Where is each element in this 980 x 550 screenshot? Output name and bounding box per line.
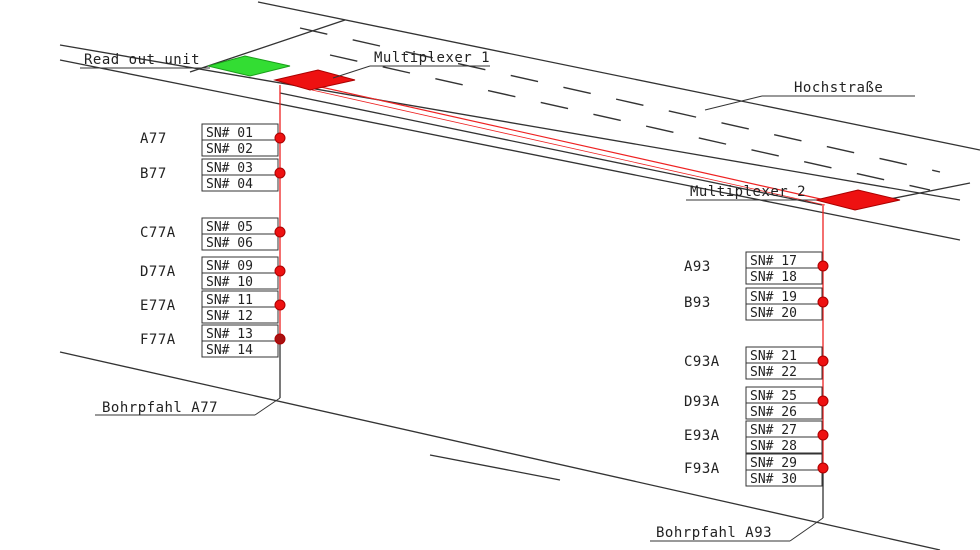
sensor-id: SN# 10	[206, 275, 253, 290]
sensor-group-label: B93	[684, 295, 711, 311]
sensor-id: SN# 27	[750, 423, 797, 438]
sensor-dot	[274, 265, 286, 277]
sensor-group-label: A77	[140, 131, 167, 147]
deck-cross-edge	[189, 19, 346, 73]
sensor-id: SN# 09	[206, 259, 253, 274]
sensor-dot	[274, 226, 286, 238]
sensor-id: SN# 21	[750, 349, 797, 364]
sensor-id: SN# 25	[750, 389, 797, 404]
multiplexer-1	[273, 69, 356, 91]
sensor-dot	[817, 355, 829, 367]
cable-mux1-mux2	[311, 89, 826, 206]
sensor-id: SN# 26	[750, 405, 797, 420]
leader-bridge	[704, 95, 763, 111]
leader-pile-a93	[789, 517, 824, 542]
sensor-dot	[274, 132, 286, 144]
sensor-dot	[817, 296, 829, 308]
sensor-id: SN# 17	[750, 254, 797, 269]
sensor-id: SN# 03	[206, 161, 253, 176]
sensor-group-label: F93A	[684, 461, 720, 477]
sensor-id: SN# 30	[750, 472, 797, 487]
sensor-dot	[817, 395, 829, 407]
sensor-group-label: E77A	[140, 298, 176, 314]
sensor-id: SN# 19	[750, 290, 797, 305]
sensor-id: SN# 11	[206, 293, 253, 308]
sensor-id: SN# 05	[206, 220, 253, 235]
sensor-group-label: D93A	[684, 394, 720, 410]
sensor-id: SN# 02	[206, 142, 253, 157]
sensor-id: SN# 20	[750, 306, 797, 321]
sensor-group-label: C77A	[140, 225, 176, 241]
readout-unit	[207, 55, 291, 77]
sensor-group-label: E93A	[684, 428, 720, 444]
cable-mux1-mux2	[311, 84, 826, 201]
ground-line	[429, 454, 561, 481]
sensor-dot	[274, 333, 286, 345]
sensor-id: SN# 18	[750, 270, 797, 285]
sensor-id: SN# 14	[206, 343, 253, 358]
mux1-label: Multiplexer 1	[374, 50, 490, 66]
sensor-id: SN# 29	[750, 456, 797, 471]
sensor-id: SN# 22	[750, 365, 797, 380]
readout-label: Read out unit	[84, 52, 200, 68]
sensor-dot	[817, 429, 829, 441]
deck-right-end	[884, 182, 971, 201]
deck-edge-mid	[59, 44, 961, 201]
sensor-id: SN# 06	[206, 236, 253, 251]
sensor-id: SN# 01	[206, 126, 253, 141]
deck-edge-top	[257, 1, 980, 151]
sensor-group-label: C93A	[684, 354, 720, 370]
lane-marking	[329, 54, 931, 191]
sensor-dot	[274, 167, 286, 179]
bridge-label: Hochstraße	[794, 80, 883, 96]
sensor-dot	[817, 462, 829, 474]
sensor-id: SN# 28	[750, 439, 797, 454]
pile-a77-label: Bohrpfahl A77	[102, 400, 218, 416]
ground-line	[59, 351, 941, 550]
mux2-label: Multiplexer 2	[690, 184, 806, 200]
sensor-id: SN# 13	[206, 327, 253, 342]
sensor-dot	[274, 299, 286, 311]
leader-mux1	[332, 65, 371, 79]
sensor-id: SN# 12	[206, 309, 253, 324]
leader-pile-a77	[254, 397, 281, 416]
sensor-group-label: D77A	[140, 264, 176, 280]
multiplexer-2	[815, 189, 901, 211]
deck-bottom-edge	[279, 92, 823, 206]
sensor-group-label: B77	[140, 166, 167, 182]
sensor-dot	[817, 260, 829, 272]
sensor-group-label: F77A	[140, 332, 176, 348]
lane-marking	[299, 27, 941, 173]
deck-edge-front	[59, 59, 961, 241]
sensor-group-label: A93	[684, 259, 711, 275]
sensor-id: SN# 04	[206, 177, 253, 192]
pile-a93-label: Bohrpfahl A93	[656, 525, 772, 541]
